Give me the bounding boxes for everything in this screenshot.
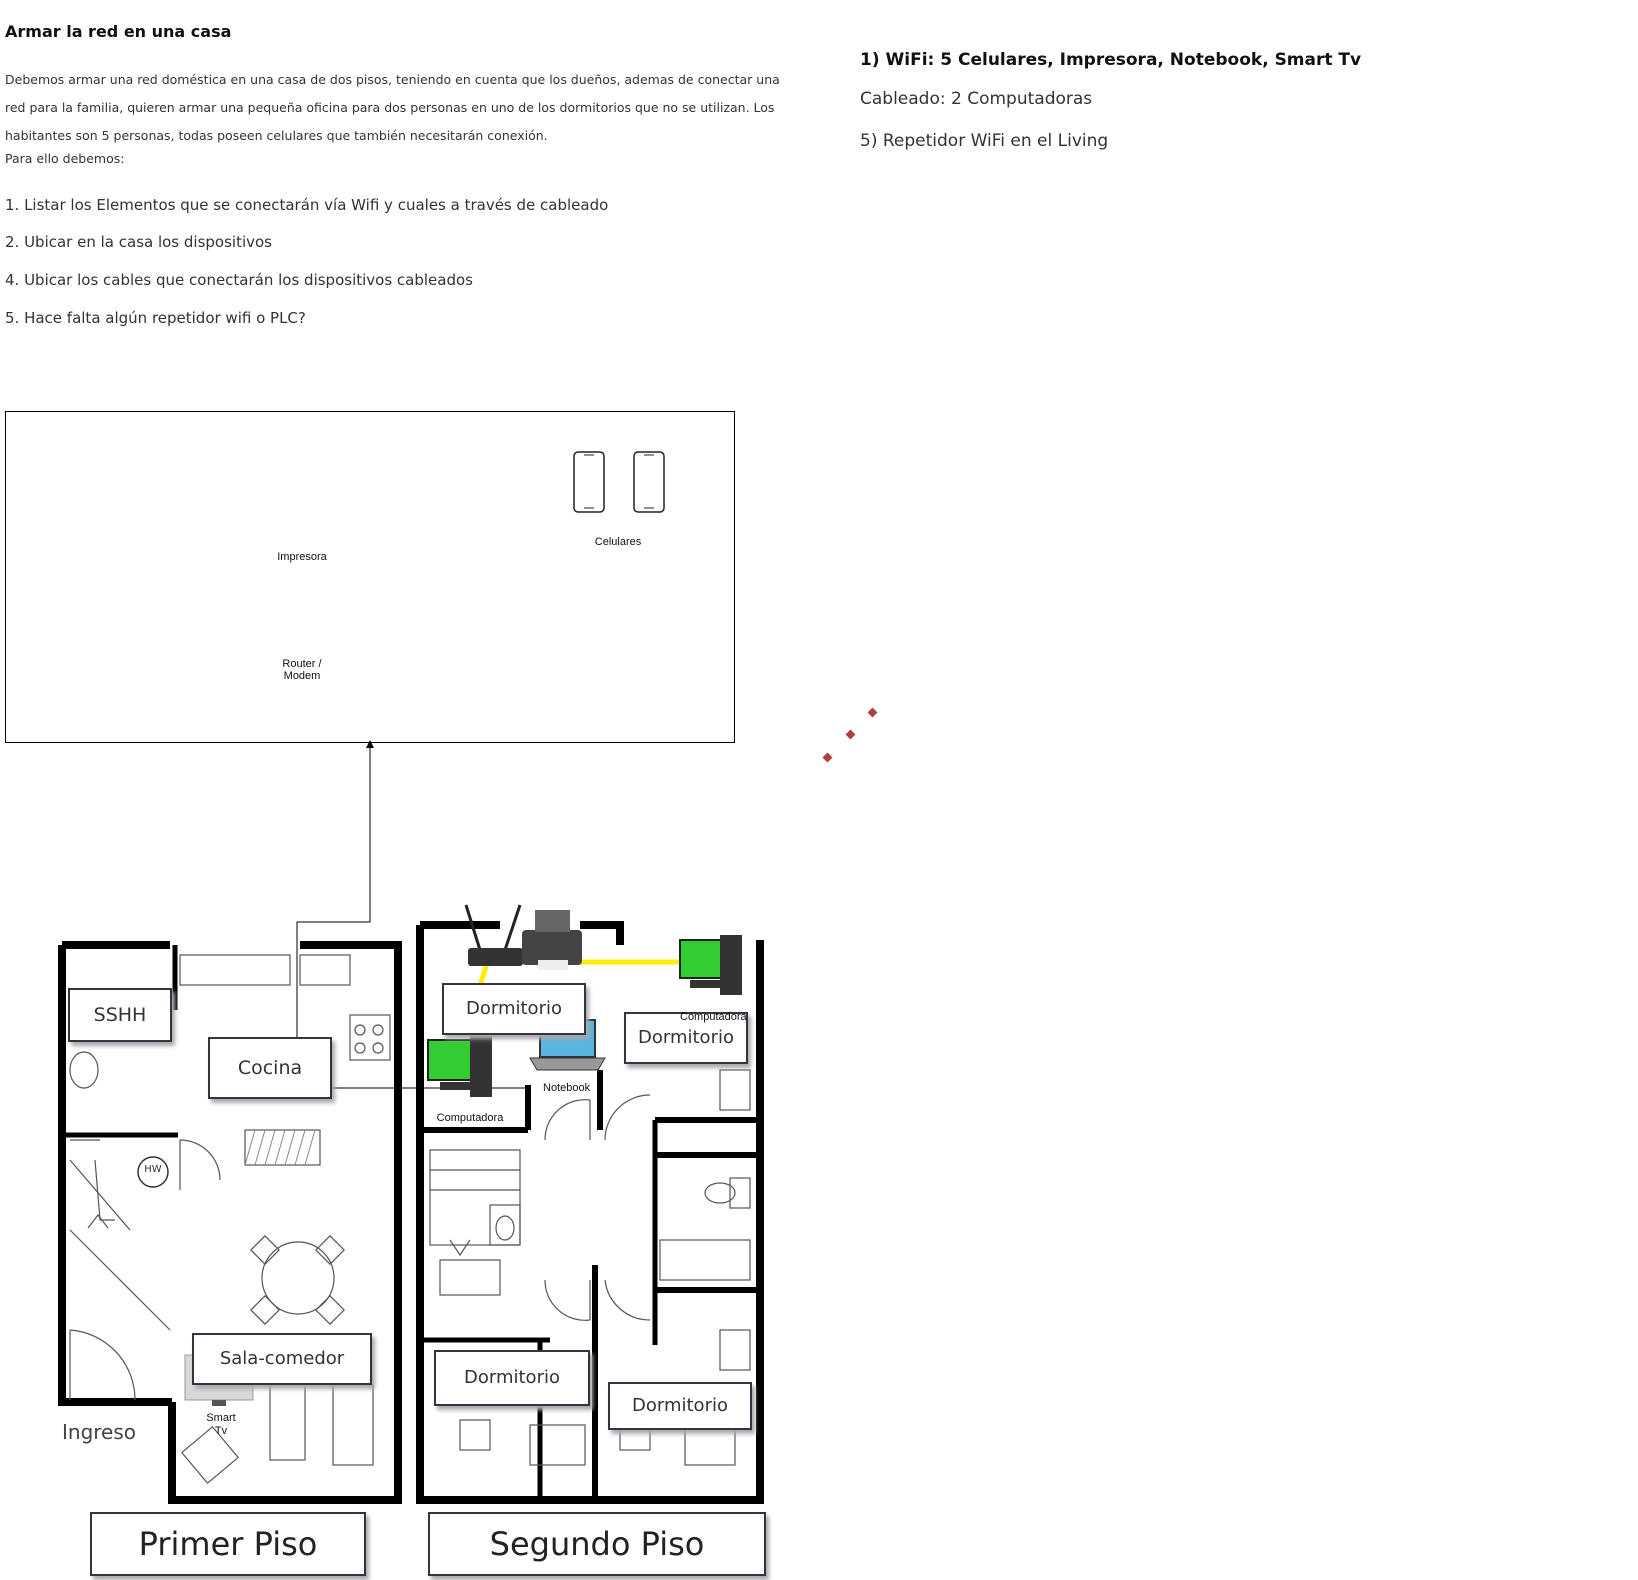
answer-wifi: 1) WiFi: 5 Celulares, Impresora, Noteboo… xyxy=(860,50,1362,70)
hw-label: HW xyxy=(144,1164,162,1175)
room-label-dormitorio: Dormitorio xyxy=(624,1012,748,1064)
kitchen-hatch xyxy=(244,1129,316,1166)
computer-label: Computadora xyxy=(680,1011,747,1023)
first-floor-fixtures xyxy=(69,954,391,1485)
answer-repeater: 5) Repetidor WiFi en el Living xyxy=(860,131,1109,151)
connector-arrow xyxy=(296,740,528,1089)
room-label-dormitorio: Dormitorio xyxy=(608,1382,752,1430)
smart-tv-label-line: Tv xyxy=(214,1425,228,1437)
phone-icon[interactable] xyxy=(573,451,605,513)
diamond-marker xyxy=(867,707,878,718)
step-item: 1. Listar los Elementos que se conectará… xyxy=(5,196,609,214)
router-label: Router / Modem xyxy=(242,658,362,682)
room-label-sala: Sala-comedor xyxy=(192,1333,372,1385)
step-item: 2. Ubicar en la casa los dispositivos xyxy=(5,233,272,251)
desktop-computer-icon[interactable] xyxy=(679,935,742,995)
router-icon[interactable] xyxy=(464,904,523,966)
page-title: Armar la red en una casa xyxy=(5,22,232,41)
intro-line: Para ello debemos: xyxy=(5,151,125,166)
computer-label: Computadora xyxy=(436,1112,504,1124)
first-floor-title: Primer Piso xyxy=(90,1512,366,1576)
router-label-line: Router / xyxy=(282,658,322,670)
diamond-marker xyxy=(822,752,833,763)
first-floor-walls xyxy=(58,941,402,1504)
hw-heater-icon xyxy=(137,1156,169,1188)
room-label-cocina: Cocina xyxy=(208,1037,332,1099)
router-label-line: Modem xyxy=(283,670,321,682)
smart-tv-label: Smart Tv xyxy=(190,1412,252,1438)
answer-wired: Cableado: 2 Computadoras xyxy=(860,89,1093,109)
room-label-sshh: SSHH xyxy=(68,988,172,1042)
phone-icon[interactable] xyxy=(633,451,665,513)
notebook-label: Notebook xyxy=(543,1082,591,1094)
desktop-computer-icon[interactable] xyxy=(427,1035,492,1097)
printer-label: Impresora xyxy=(277,551,327,563)
room-label-ingreso: Ingreso xyxy=(62,1420,137,1444)
smart-tv-label-line: Smart xyxy=(206,1412,236,1424)
intro-line: habitantes son 5 personas, todas poseen … xyxy=(5,128,548,143)
step-item: 5. Hace falta algún repetidor wifi o PLC… xyxy=(5,309,306,327)
device-box[interactable]: Celulares Impresora Router / Modem xyxy=(5,411,735,743)
room-label-dormitorio: Dormitorio xyxy=(434,1350,590,1406)
intro-line: red para la familia, quieren armar una p… xyxy=(5,100,775,115)
diamond-marker xyxy=(845,729,856,740)
second-floor-title: Segundo Piso xyxy=(428,1512,766,1576)
step-item: 4. Ubicar los cables que conectarán los … xyxy=(5,271,473,289)
device-box-canvas xyxy=(573,451,665,513)
phones-label: Celulares xyxy=(594,536,642,548)
room-label-dormitorio: Dormitorio xyxy=(442,983,586,1035)
intro-paragraph: Debemos armar una red doméstica en una c… xyxy=(5,66,785,168)
printer-icon[interactable] xyxy=(522,910,582,970)
second-floor-fixtures xyxy=(429,1069,751,1466)
second-floor-walls xyxy=(416,921,764,1504)
intro-line: Debemos armar una red doméstica en una c… xyxy=(5,72,780,87)
